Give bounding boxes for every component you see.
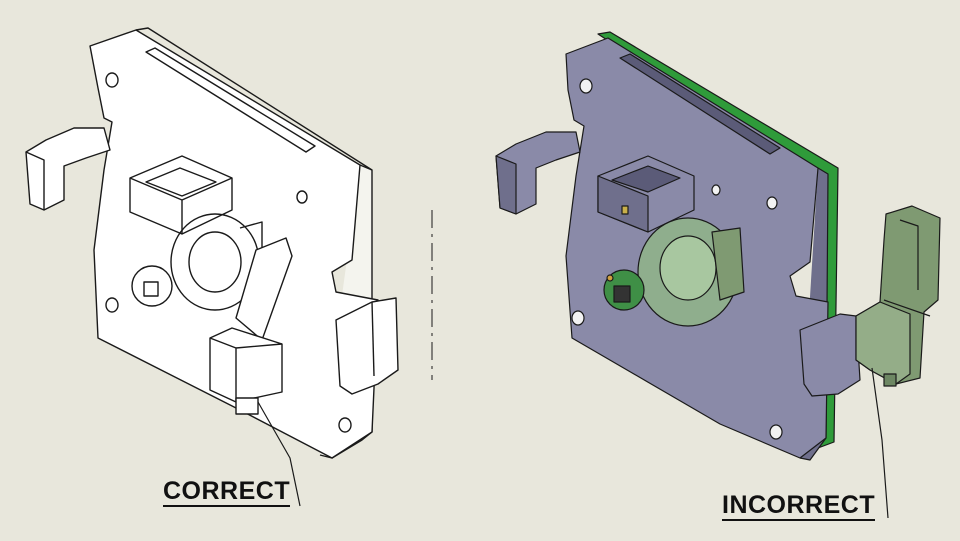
- correct-hole-tr: [296, 190, 308, 204]
- incorrect-side-tab-right: [799, 313, 861, 397]
- incorrect-hole-tr: [766, 196, 778, 210]
- correct-hole-bl: [105, 297, 119, 313]
- correct-hole-br: [338, 417, 352, 433]
- correct-plate-face: [89, 29, 379, 459]
- correct-assembly: [25, 27, 433, 507]
- incorrect-hole-tl: [579, 78, 593, 94]
- incorrect-assembly: [495, 31, 941, 519]
- incorrect-label: INCORRECT: [722, 491, 876, 521]
- incorrect-leader-line: [871, 367, 889, 519]
- correct-round-pcb: [131, 265, 173, 307]
- correct-clip-block: [209, 327, 283, 403]
- correct-leader-line: [257, 401, 301, 507]
- incorrect-hole-bl: [571, 310, 585, 326]
- correct-side-tab-right: [335, 297, 399, 395]
- correct-hole-tl: [105, 72, 119, 88]
- correct-label: CORRECT: [163, 477, 291, 507]
- correct-side-tab-left: [25, 127, 111, 211]
- incorrect-hole-br: [769, 424, 783, 440]
